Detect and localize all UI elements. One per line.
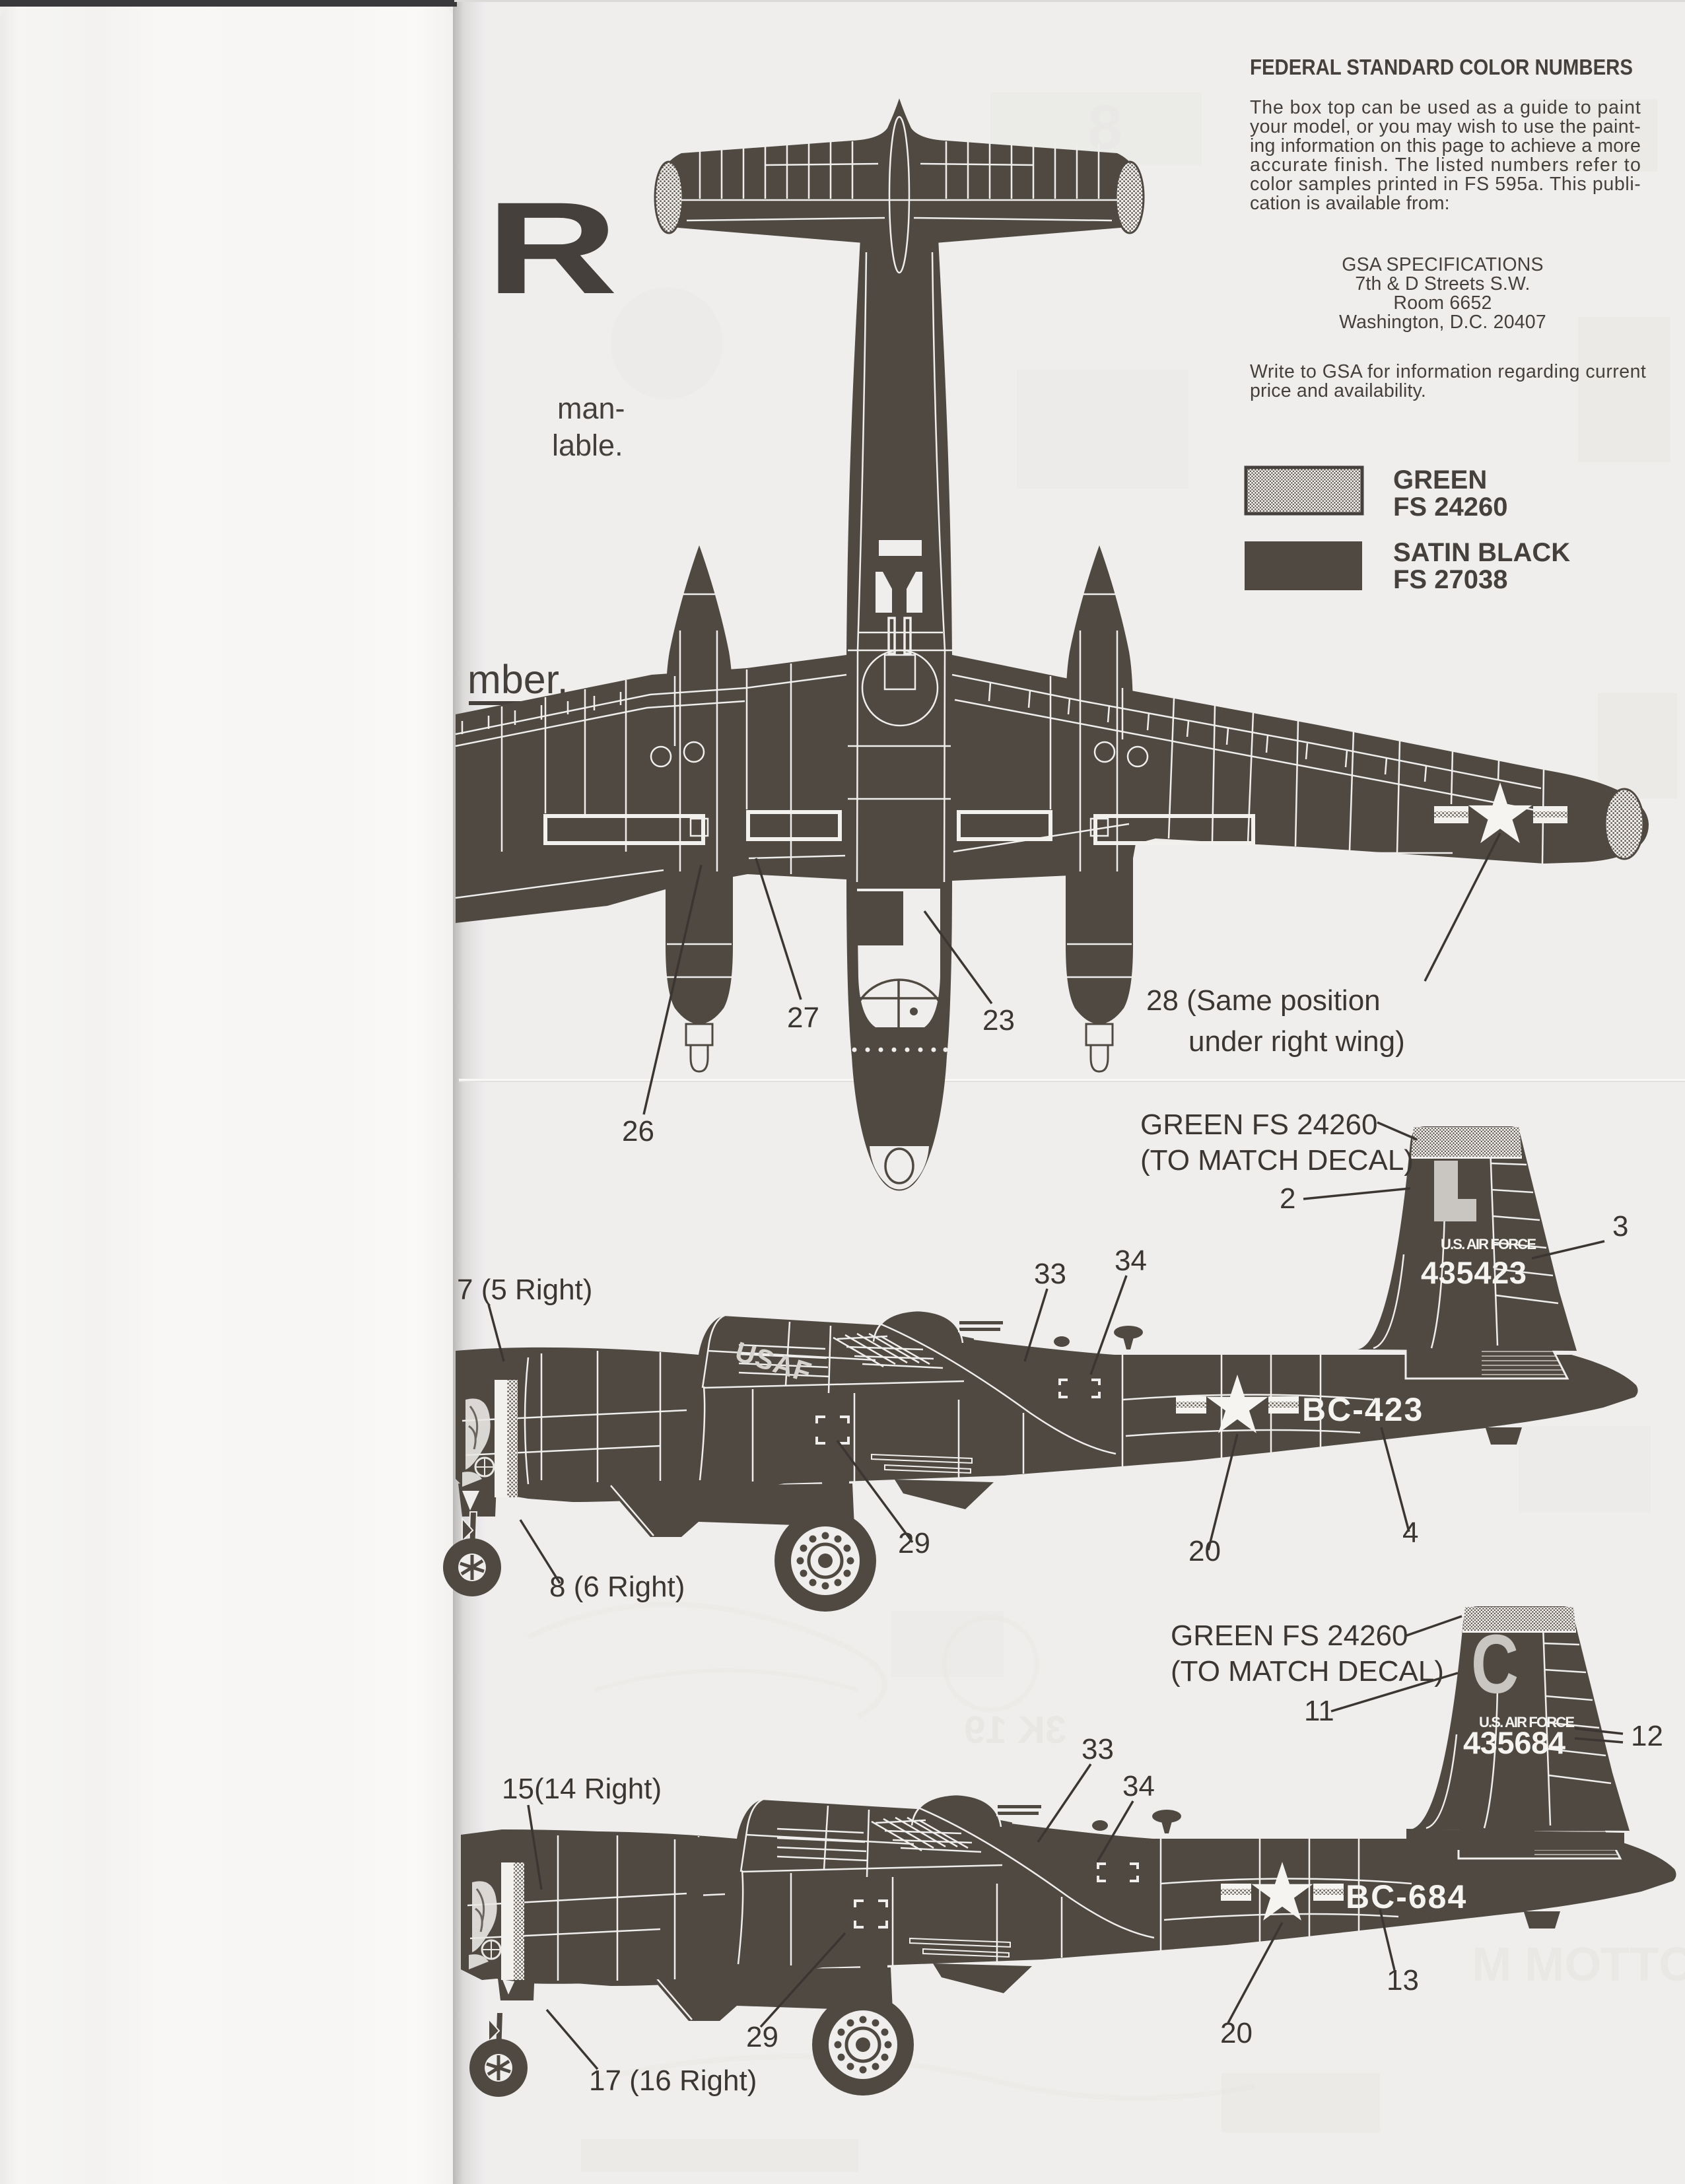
svg-text:GREEN: GREEN bbox=[1393, 465, 1487, 495]
svg-text:8 (6 Right): 8 (6 Right) bbox=[549, 1571, 685, 1603]
svg-text:34: 34 bbox=[1115, 1245, 1147, 1277]
svg-text:your model, or you may wish to: your model, or you may wish to use the p… bbox=[1250, 116, 1641, 137]
svg-text:17 (16 Right): 17 (16 Right) bbox=[589, 2065, 757, 2097]
svg-text:Write to GSA for information r: Write to GSA for information regarding c… bbox=[1250, 361, 1646, 382]
svg-text:23: 23 bbox=[982, 1004, 1015, 1037]
svg-text:BC-423: BC-423 bbox=[1302, 1391, 1424, 1428]
svg-text:34: 34 bbox=[1122, 1770, 1155, 1802]
svg-text:U.S. AIR FORCE: U.S. AIR FORCE bbox=[1441, 1236, 1536, 1252]
svg-text:U.S. AIR FORCE: U.S. AIR FORCE bbox=[1479, 1714, 1575, 1730]
svg-text:7th & D Streets S.W.: 7th & D Streets S.W. bbox=[1355, 273, 1530, 294]
svg-text:FEDERAL STANDARD COLOR NUMBERS: FEDERAL STANDARD COLOR NUMBERS bbox=[1250, 55, 1633, 79]
svg-text:15(14 Right): 15(14 Right) bbox=[502, 1773, 662, 1805]
svg-text:SATIN BLACK: SATIN BLACK bbox=[1393, 538, 1570, 567]
svg-text:GSA SPECIFICATIONS: GSA SPECIFICATIONS bbox=[1342, 254, 1544, 275]
svg-text:accurate finish. The listed nu: accurate finish. The listed numbers refe… bbox=[1250, 154, 1641, 176]
svg-text:13: 13 bbox=[1387, 1964, 1419, 1996]
svg-text:7 (5 Right): 7 (5 Right) bbox=[457, 1274, 592, 1306]
svg-text:mber,: mber, bbox=[467, 657, 568, 702]
svg-text:435423: 435423 bbox=[1421, 1255, 1527, 1290]
svg-text:lable.: lable. bbox=[552, 428, 623, 462]
svg-text:FS 27038: FS 27038 bbox=[1393, 565, 1507, 594]
svg-text:(TO MATCH DECAL): (TO MATCH DECAL) bbox=[1171, 1655, 1444, 1688]
svg-text:435684: 435684 bbox=[1463, 1725, 1565, 1760]
svg-text:BOTTOM M: BOTTOM M bbox=[1472, 1938, 1685, 1991]
svg-text:(TO MATCH DECAL): (TO MATCH DECAL) bbox=[1140, 1144, 1414, 1177]
svg-text:color samples printed in FS 59: color samples printed in FS 595a. This p… bbox=[1250, 174, 1641, 195]
svg-text:29: 29 bbox=[898, 1527, 930, 1559]
svg-text:33: 33 bbox=[1082, 1733, 1114, 1765]
svg-text:R: R bbox=[486, 175, 618, 321]
svg-text:price and availability.: price and availability. bbox=[1250, 380, 1426, 401]
svg-text:Washington, D.C. 20407: Washington, D.C. 20407 bbox=[1339, 312, 1546, 333]
svg-text:FS 24260: FS 24260 bbox=[1393, 493, 1507, 522]
svg-text:11: 11 bbox=[1304, 1695, 1334, 1727]
svg-text:20: 20 bbox=[1188, 1535, 1221, 1567]
svg-text:under right wing): under right wing) bbox=[1188, 1025, 1405, 1058]
svg-text:12: 12 bbox=[1631, 1720, 1663, 1752]
svg-text:2: 2 bbox=[1280, 1182, 1295, 1215]
svg-text:4: 4 bbox=[1402, 1517, 1418, 1549]
svg-text:GREEN FS 24260: GREEN FS 24260 bbox=[1171, 1620, 1408, 1652]
svg-text:C: C bbox=[1471, 1618, 1519, 1711]
svg-text:GREEN FS 24260: GREEN FS 24260 bbox=[1140, 1109, 1378, 1141]
svg-text:The box top can be used as a g: The box top can be used as a guide to pa… bbox=[1250, 97, 1641, 118]
svg-text:27: 27 bbox=[787, 1002, 819, 1034]
svg-text:cation is available from:: cation is available from: bbox=[1250, 193, 1450, 214]
svg-text:26: 26 bbox=[622, 1115, 654, 1147]
svg-text:8: 8 bbox=[1087, 92, 1122, 162]
svg-text:20: 20 bbox=[1220, 2017, 1253, 2049]
svg-text:Room 6652: Room 6652 bbox=[1393, 292, 1492, 314]
svg-text:3K 19: 3K 19 bbox=[964, 1709, 1066, 1752]
svg-text:28 (Same position: 28 (Same position bbox=[1146, 984, 1381, 1017]
svg-text:man-: man- bbox=[557, 392, 625, 425]
svg-text:BC-684: BC-684 bbox=[1346, 1878, 1467, 1915]
svg-text:ing information on this page t: ing information on this page to achieve … bbox=[1250, 135, 1641, 156]
svg-text:33: 33 bbox=[1034, 1258, 1066, 1290]
svg-text:3: 3 bbox=[1612, 1210, 1628, 1243]
